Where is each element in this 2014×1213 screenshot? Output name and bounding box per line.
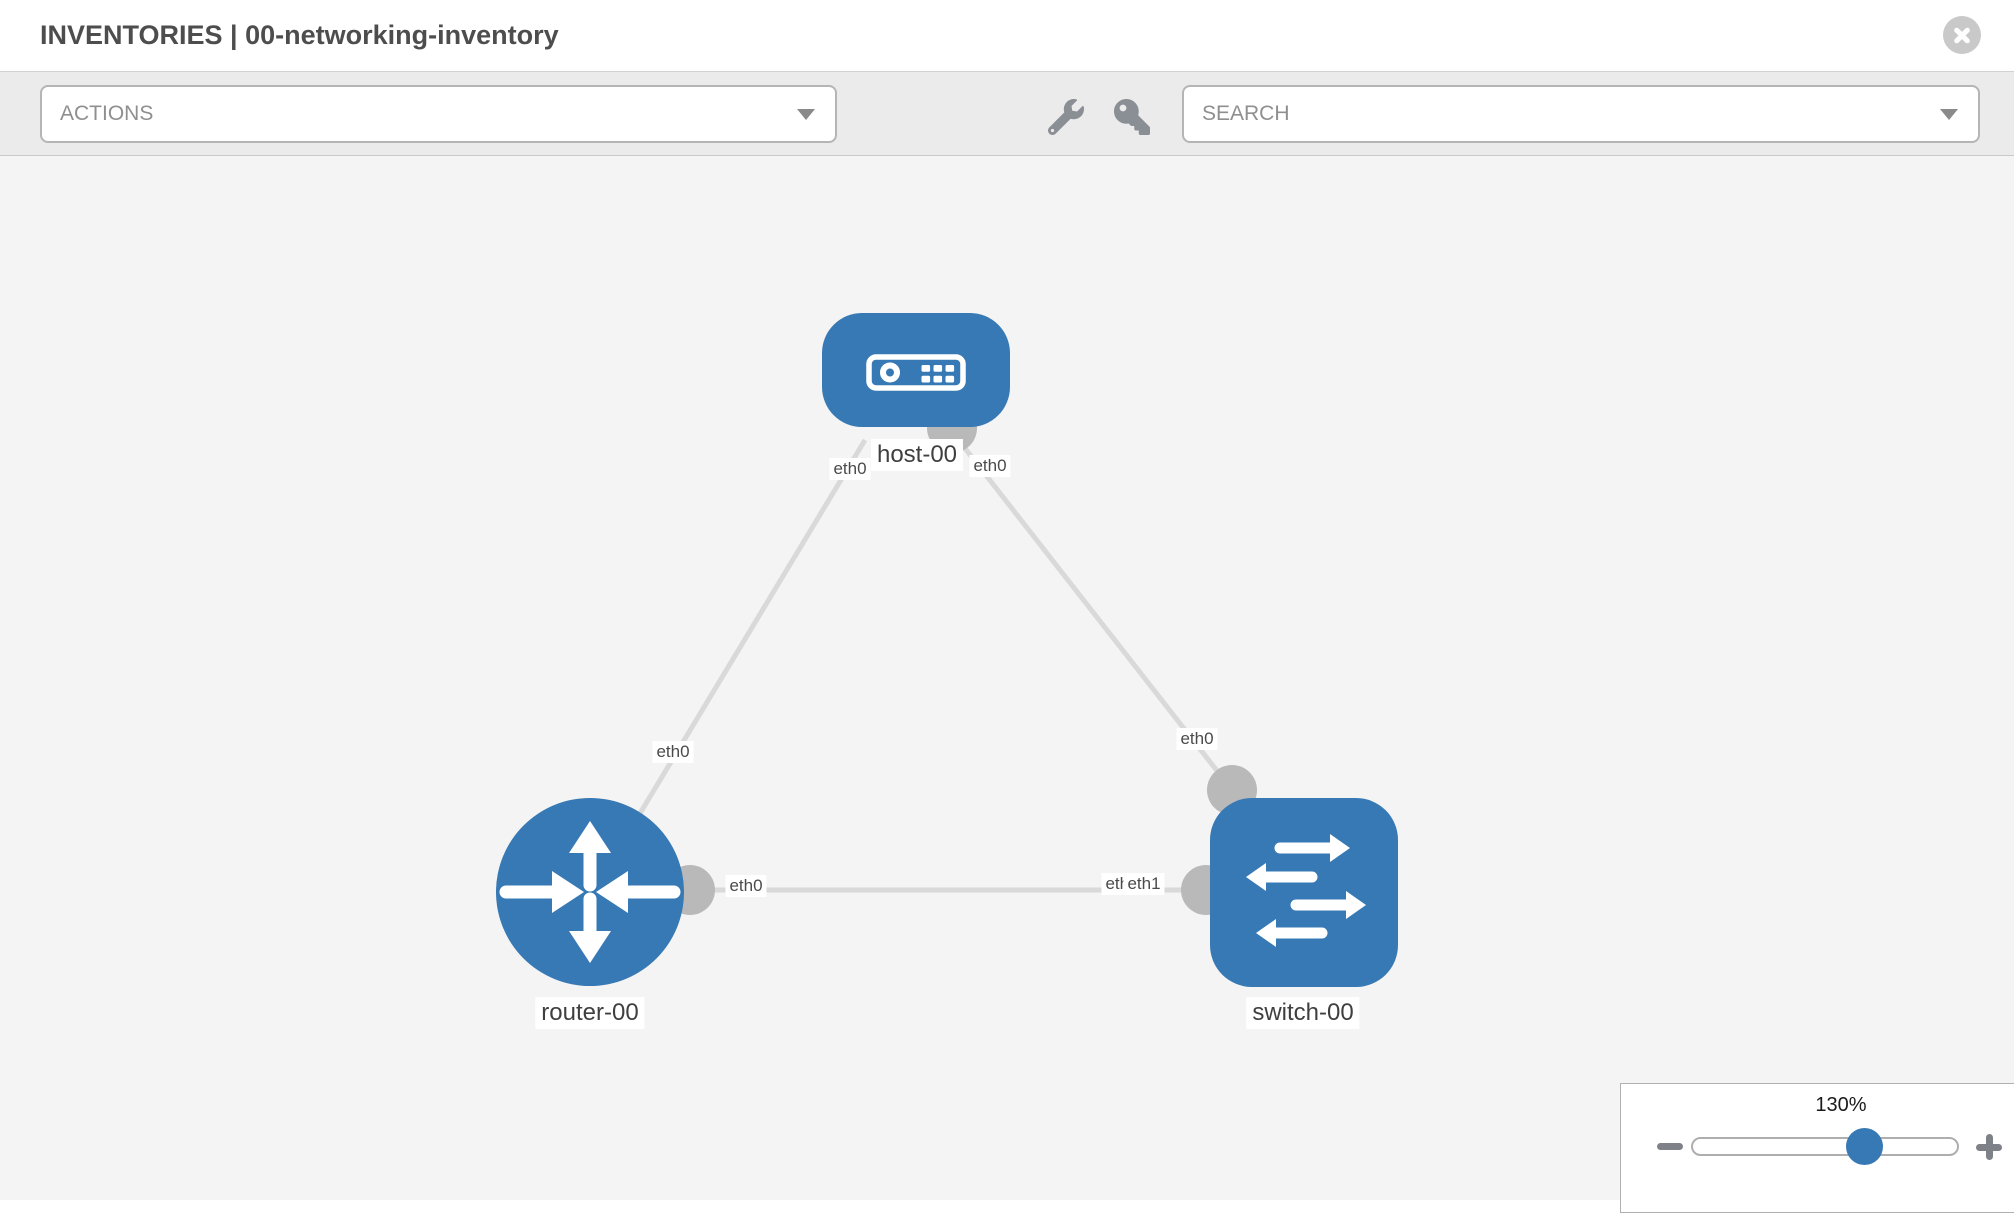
- zoom-in-button[interactable]: [1973, 1131, 2005, 1163]
- zoom-slider-track[interactable]: [1691, 1137, 1959, 1156]
- topology-svg: [496, 313, 1398, 987]
- chevron-down-icon: [797, 109, 815, 120]
- actions-dropdown[interactable]: ACTIONS: [40, 85, 837, 143]
- interface-label-link-router: eth0: [652, 741, 694, 763]
- zoom-slider-knob[interactable]: [1846, 1128, 1883, 1165]
- link-host-router: [627, 438, 868, 832]
- wrench-icon: [1048, 99, 1084, 135]
- node-label-router: router-00: [535, 997, 645, 1029]
- node-host[interactable]: [822, 313, 1010, 427]
- zoom-out-button[interactable]: [1654, 1136, 1686, 1158]
- window-header: INVENTORIES | 00-networking-inventory: [0, 0, 2014, 71]
- interface-label-switch-left-eth1: eth1: [1123, 873, 1165, 895]
- router-icon: [499, 821, 681, 963]
- node-router[interactable]: [496, 798, 684, 986]
- interface-connectors: [665, 403, 1257, 915]
- close-button[interactable]: [1943, 16, 1981, 54]
- credentials-button[interactable]: [1110, 95, 1154, 139]
- node-switch[interactable]: [1210, 798, 1398, 987]
- actions-label: ACTIONS: [60, 102, 154, 125]
- interface-label-host-left: eth0: [829, 458, 871, 480]
- interface-label-router-right: eth0: [725, 875, 767, 897]
- page-title: INVENTORIES | 00-networking-inventory: [40, 20, 559, 50]
- toolbar: ACTIONS SEARCH: [0, 71, 2014, 156]
- minus-icon: [1657, 1143, 1683, 1150]
- interface-label-host-right: eth0: [969, 455, 1011, 477]
- chevron-down-icon: [1940, 109, 1958, 120]
- search-label: SEARCH: [1202, 102, 1290, 125]
- zoom-panel: 130%: [1620, 1083, 2014, 1213]
- interface-label-link-switch: eth0: [1176, 728, 1218, 750]
- node-label-switch: switch-00: [1246, 997, 1360, 1029]
- search-dropdown[interactable]: SEARCH: [1182, 85, 1980, 143]
- host-icon: [866, 354, 966, 391]
- key-icon: [1114, 99, 1150, 135]
- topology-canvas[interactable]: eth0 eth0 eth0 eth0 eth0 eth0 eth1 host-…: [0, 156, 2014, 1200]
- zoom-value: 130%: [1815, 1094, 1867, 1116]
- node-label-host: host-00: [870, 439, 964, 471]
- switch-icon: [1246, 834, 1366, 947]
- configure-button[interactable]: [1044, 95, 1088, 139]
- link-lines: [627, 438, 1234, 893]
